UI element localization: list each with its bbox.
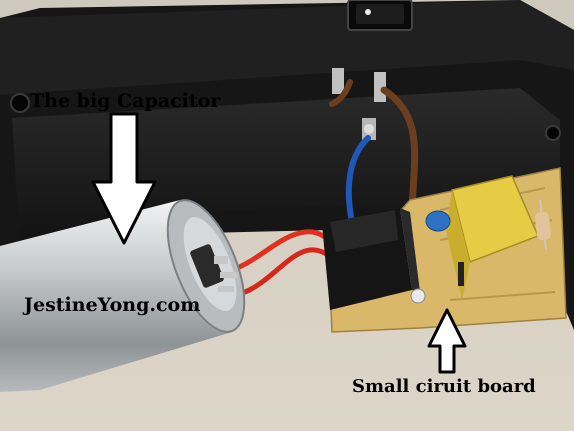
website-watermark: JestineYong.com xyxy=(24,294,201,316)
switch-terminals xyxy=(332,68,386,140)
up-arrow-icon xyxy=(427,308,467,374)
board-caption: Small ciruit board xyxy=(352,376,536,397)
led xyxy=(410,288,426,304)
blue-ceramic-capacitor xyxy=(425,210,451,232)
black-enclosure xyxy=(0,0,574,330)
capacitor-caption: The big Capacitor xyxy=(30,90,221,112)
rocker-switch xyxy=(347,0,413,31)
diode xyxy=(458,262,464,286)
down-arrow-icon xyxy=(91,112,157,245)
big-capacitor xyxy=(0,199,246,392)
brown-wire-2 xyxy=(329,79,353,107)
resistor xyxy=(535,199,551,251)
relay xyxy=(322,208,420,310)
